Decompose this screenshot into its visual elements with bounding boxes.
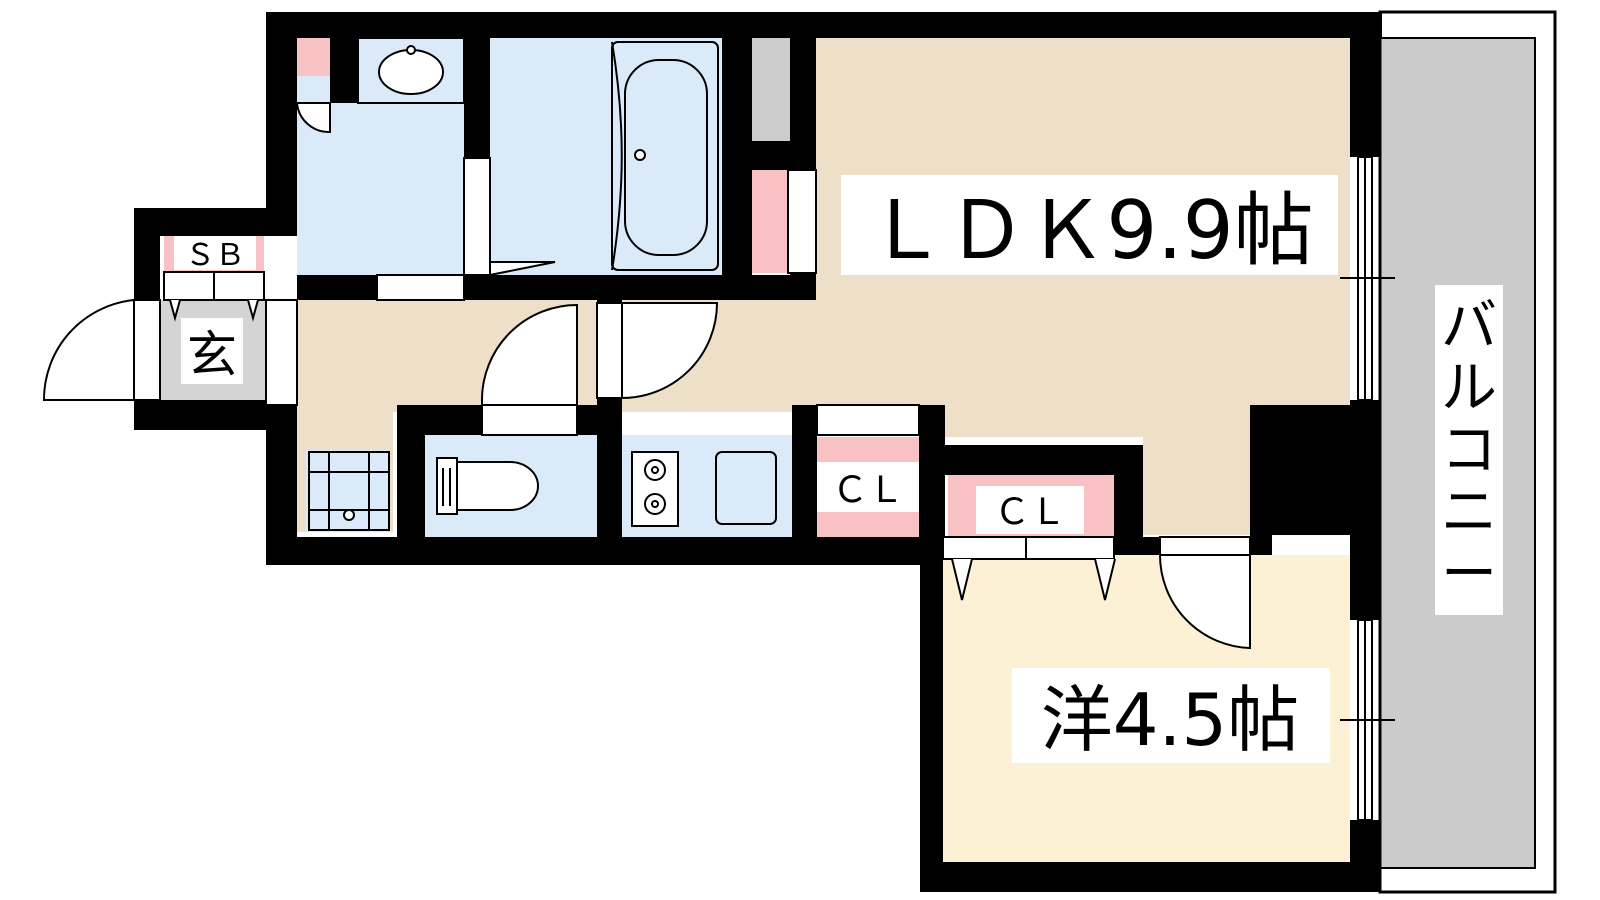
entrance-step [265, 299, 298, 406]
wall-bath-right [722, 38, 752, 300]
wall-right-upper [1350, 12, 1380, 157]
entrance-door-jamb [133, 299, 161, 401]
storage-pink [752, 170, 788, 273]
wall-column-lower [1250, 535, 1272, 555]
balcony-label-bg [1435, 285, 1503, 615]
wall-wet-bottom [464, 275, 816, 300]
ldk-label: ＬＤＫ9.9帖 [866, 184, 1313, 277]
wall-entrance-top [134, 208, 297, 236]
ldk-label-bg [841, 175, 1338, 275]
entrance-label: 玄 [187, 326, 237, 384]
shoebox-label-bg [174, 236, 256, 270]
wall-bottom-main [266, 537, 943, 565]
wall-top [266, 12, 1382, 38]
wash-storage [294, 38, 330, 76]
doors [42, 157, 1251, 650]
utility-gray [752, 38, 790, 141]
toilet-tank [436, 457, 458, 515]
balcony-label-char: ー [1441, 542, 1497, 607]
wall-closet2-top [931, 445, 1143, 475]
wall-left-main-lower [266, 405, 297, 565]
toilet-door [481, 303, 578, 406]
entrance-door [42, 298, 135, 401]
wall-left-western [920, 537, 943, 892]
wall-wash-bottom-left [297, 275, 377, 300]
storage-door [787, 169, 817, 274]
western-door-leaf [1159, 536, 1251, 556]
wall-column [1250, 405, 1380, 535]
corridor-door-leaf [596, 302, 623, 399]
closet-left-label: ＣＬ [832, 470, 904, 511]
balcony-label-char: バ [1441, 294, 1497, 359]
western-door [1158, 554, 1251, 650]
wall-toilet-left [397, 405, 425, 537]
closet-right-door-a [942, 536, 1027, 560]
closet-right-label: ＣＬ [994, 492, 1066, 533]
wall-wash-bath [464, 38, 490, 158]
shoebox-door-a [163, 271, 215, 301]
wall-storage-mid [752, 141, 790, 170]
bathtub-inner [624, 59, 708, 256]
balcony-label-char: ニ [1441, 480, 1497, 545]
closet-left-label-bg [817, 462, 919, 512]
shoebox-door-b [213, 271, 265, 301]
entrance-label-bg [181, 318, 243, 384]
wall-kitchen-right [792, 405, 817, 537]
balcony-label-char: コ [1441, 418, 1497, 483]
windows [1340, 156, 1395, 821]
wall-wash-inner [330, 38, 358, 103]
wall-left-main-upper [266, 12, 297, 225]
wall-closet2-right [1114, 445, 1143, 537]
wash-door-post [463, 157, 491, 276]
corridor-door [621, 302, 719, 400]
shoebox-label: ＳＢ [185, 238, 245, 273]
balcony-inner [1379, 37, 1536, 869]
wall-bottom-western [920, 862, 1380, 892]
wall-entrance-left-top [134, 208, 160, 300]
kitchen-sink [715, 451, 777, 525]
closet-right-door-b [1025, 536, 1115, 560]
western-label: 洋4.5帖 [1041, 678, 1300, 762]
washbasin-bowl [378, 49, 444, 95]
closet-left-door [816, 404, 920, 436]
toilet-door-leaf [481, 404, 578, 436]
western-label-bg [1012, 668, 1330, 763]
fixtures [295, 37, 777, 531]
balcony-label-char: ル [1441, 356, 1497, 421]
closet-right-label-bg [976, 486, 1084, 534]
wash-sliding-door [376, 274, 465, 301]
wall-western-top [1114, 537, 1160, 555]
toilet-bowl [456, 461, 539, 511]
